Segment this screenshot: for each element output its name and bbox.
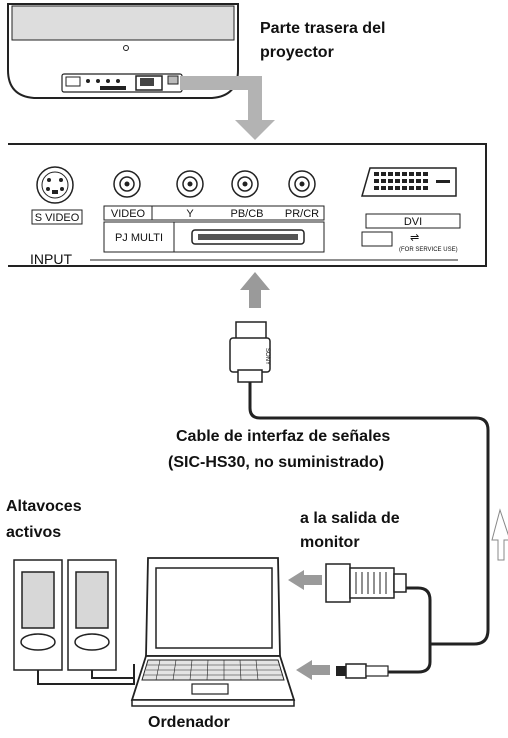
outline-arrow-icon xyxy=(491,508,508,561)
computer-label: Ordenador xyxy=(148,714,230,731)
pj-multi-label: PJ MULTI xyxy=(115,232,163,244)
speaker-right xyxy=(67,559,117,671)
pb-cb-label: PB/CB xyxy=(230,208,263,220)
projector-rear-view xyxy=(7,3,239,99)
input-label: INPUT xyxy=(30,251,72,267)
cable-label-line1: Cable de interfaz de señales xyxy=(176,428,391,445)
pr-cr-label: PR/CR xyxy=(285,208,319,220)
connector-brand: SONY xyxy=(264,348,270,365)
cable-branch-audio xyxy=(388,644,432,674)
connection-arrow-down xyxy=(180,76,275,140)
signal-cable xyxy=(248,382,490,646)
monitor-label-line1: a la salida de xyxy=(300,510,400,527)
laptop-computer xyxy=(130,557,296,707)
s-video-label: S VIDEO xyxy=(35,212,80,224)
rear-title-line2: proyector xyxy=(260,44,334,61)
rear-input-panel: S VIDEO VIDEO Y PB/CB PR/CR PJ MULTI xyxy=(8,143,487,267)
speakers-label-line1: Altavoces xyxy=(6,498,82,515)
connection-arrow-up xyxy=(240,272,270,308)
monitor-label-line2: monitor xyxy=(300,534,360,551)
usb-icon: ⇌ xyxy=(410,232,419,244)
y-label: Y xyxy=(186,208,194,220)
cable-label-line2: (SIC-HS30, no suministrado) xyxy=(168,454,385,471)
service-use-label: (FOR SERVICE USE) xyxy=(399,247,458,253)
speaker-left xyxy=(13,559,63,671)
rear-title-line1: Parte trasera del xyxy=(260,20,386,37)
cable-branch-vga xyxy=(406,586,432,644)
arrow-to-monitor-out xyxy=(288,570,322,590)
dvi-label: DVI xyxy=(404,216,422,228)
arrow-to-audio-out xyxy=(296,660,330,680)
speaker-cable xyxy=(37,664,135,685)
speakers-label-line2: activos xyxy=(6,524,62,541)
audio-plug xyxy=(336,663,389,679)
vga-plug xyxy=(325,563,407,603)
cable-connector: SONY xyxy=(229,321,271,383)
video-label: VIDEO xyxy=(111,208,146,220)
